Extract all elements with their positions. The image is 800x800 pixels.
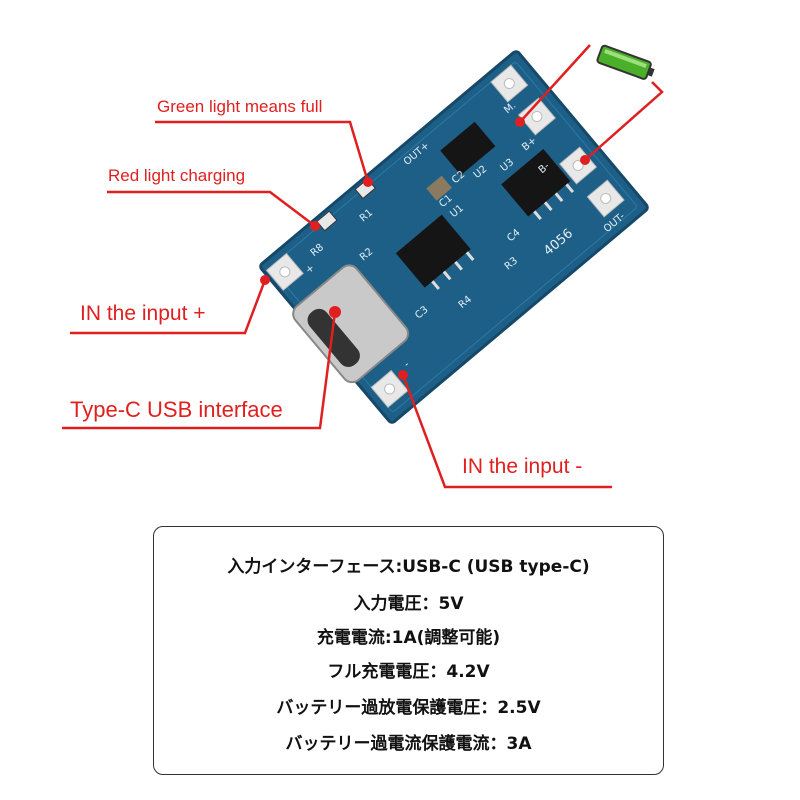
spec-line: フル充電電圧：4.2V	[327, 662, 490, 682]
spec-box: 入力インターフェース:USB-C (USB type-C) 入力電圧：5V 充電…	[153, 526, 664, 775]
spec-line: バッテリー過放電保護電圧：2.5V	[276, 698, 541, 718]
callout-lines	[62, 44, 664, 489]
spec-line: 入力電圧：5V	[353, 594, 464, 614]
green-led-label: Green light means full	[157, 97, 323, 116]
red-led	[316, 210, 338, 232]
red-led-label: Red light charging	[108, 166, 246, 185]
spec-line: 充電電流:1A(調整可能)	[316, 628, 501, 648]
capacitor	[426, 175, 452, 201]
ic-chip-u1	[395, 214, 475, 290]
ic-chip-u3	[440, 121, 496, 176]
battery-icon	[596, 44, 655, 80]
silk-minus: -	[402, 359, 412, 370]
spec-line: 入力インターフェース:USB-C (USB type-C)	[227, 557, 590, 577]
spec-line: バッテリー過電流保護電流：3A	[285, 734, 532, 754]
input-plus-label: IN the input +	[80, 302, 206, 325]
charger-board: M. B+ B- OUT+ OUT- 4056 R1 R2 R3 R4 R8 C…	[259, 50, 649, 424]
ic-chip-u2	[501, 148, 575, 221]
type-c-label: Type-C USB interface	[70, 397, 283, 422]
solder-pads	[265, 64, 625, 408]
callout-dots	[260, 117, 590, 380]
input-minus-label: IN the input -	[462, 455, 583, 478]
usb-c-port	[292, 264, 409, 384]
